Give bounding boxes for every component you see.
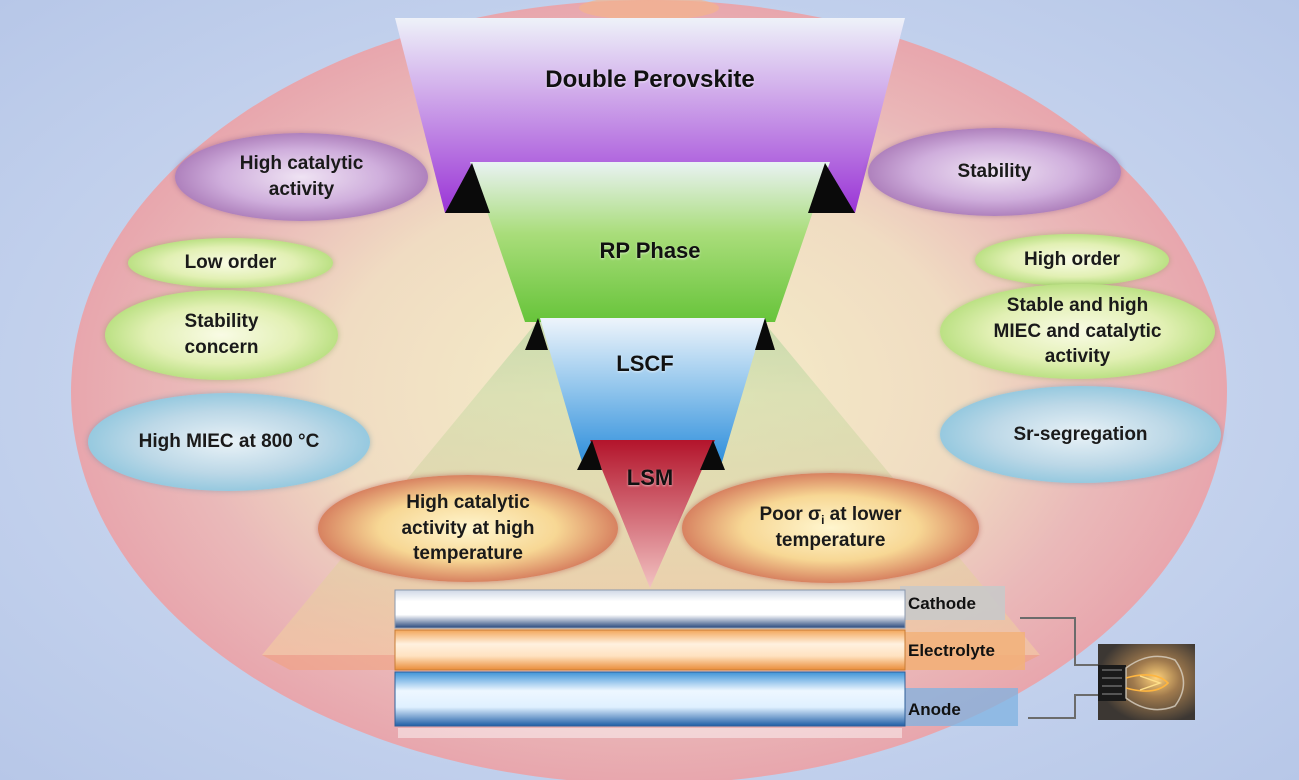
- black-corner-right-3: [700, 440, 725, 470]
- black-corner-left-3: [577, 440, 602, 470]
- black-corner-left-2: [525, 318, 548, 350]
- rp-phase-label: RP Phase: [599, 238, 701, 263]
- left-red-text: High catalytic activity at high temperat…: [401, 492, 535, 565]
- tier-rp-phase: [470, 162, 830, 322]
- left-green-bubble-2: Stability concern: [105, 290, 338, 380]
- electrolyte-layer: [394, 629, 906, 671]
- anode-reflection: [398, 728, 902, 738]
- left-purple-text: High catalytic activity: [239, 153, 364, 200]
- right-red-bubble: Poor σi at lower temperature: [682, 473, 979, 583]
- right-red-text-pre: Poor σ: [759, 504, 822, 526]
- right-purple-text: Stability: [957, 161, 1032, 183]
- left-red-bubble: High catalytic activity at high temperat…: [318, 475, 618, 582]
- left-teal-bubble: High MIEC at 800 °C: [88, 393, 370, 491]
- black-corner-left-1: [445, 163, 490, 213]
- anode-layer: [394, 671, 906, 727]
- cathode-label-bg: [900, 586, 1005, 620]
- anode-label: Anode: [905, 696, 961, 724]
- left-green-bubble-1: Low order: [128, 238, 333, 288]
- electrolyte-label: Electrolyte: [905, 637, 995, 665]
- right-green-bubble-1: High order: [975, 234, 1169, 286]
- left-green-text-2: Stability concern: [184, 311, 259, 358]
- top-glow: [579, 0, 719, 20]
- right-teal-bubble: Sr-segregation: [940, 386, 1221, 483]
- left-teal-text: High MIEC at 800 °C: [138, 431, 320, 453]
- tier-lsm: [590, 440, 715, 588]
- right-green-text-1: High order: [1023, 249, 1121, 271]
- double-perovskite-label: Double Perovskite: [545, 66, 755, 93]
- right-green-text-2: Stable and high MIEC and catalytic activ…: [993, 295, 1162, 368]
- tier-lscf: [540, 318, 765, 462]
- right-teal-text: Sr-segregation: [1013, 423, 1148, 445]
- black-corner-right-1: [808, 163, 855, 213]
- anode-label-bg: [900, 688, 1018, 726]
- lscf-label: LSCF: [616, 351, 674, 376]
- cathode-layer: [394, 589, 906, 629]
- left-green-text-1: Low order: [184, 252, 277, 274]
- right-red-text-post: at lower temperature: [775, 504, 902, 552]
- wire-top: [1020, 617, 1100, 666]
- electrolyte-label-bg: [900, 632, 1025, 670]
- right-red-text-sub: i: [821, 513, 825, 528]
- right-green-bubble-2: Stable and high MIEC and catalytic activ…: [940, 284, 1215, 379]
- wire-bottom: [1028, 694, 1100, 719]
- right-purple-bubble: Stability: [868, 128, 1121, 216]
- lsm-label: LSM: [626, 465, 674, 490]
- left-purple-bubble: High catalytic activity: [175, 133, 428, 221]
- right-red-text: Poor σi at lower temperature: [746, 502, 916, 554]
- light-bulb-icon: [1098, 644, 1195, 720]
- cathode-label: Cathode: [905, 590, 976, 618]
- black-corner-right-2: [755, 318, 775, 350]
